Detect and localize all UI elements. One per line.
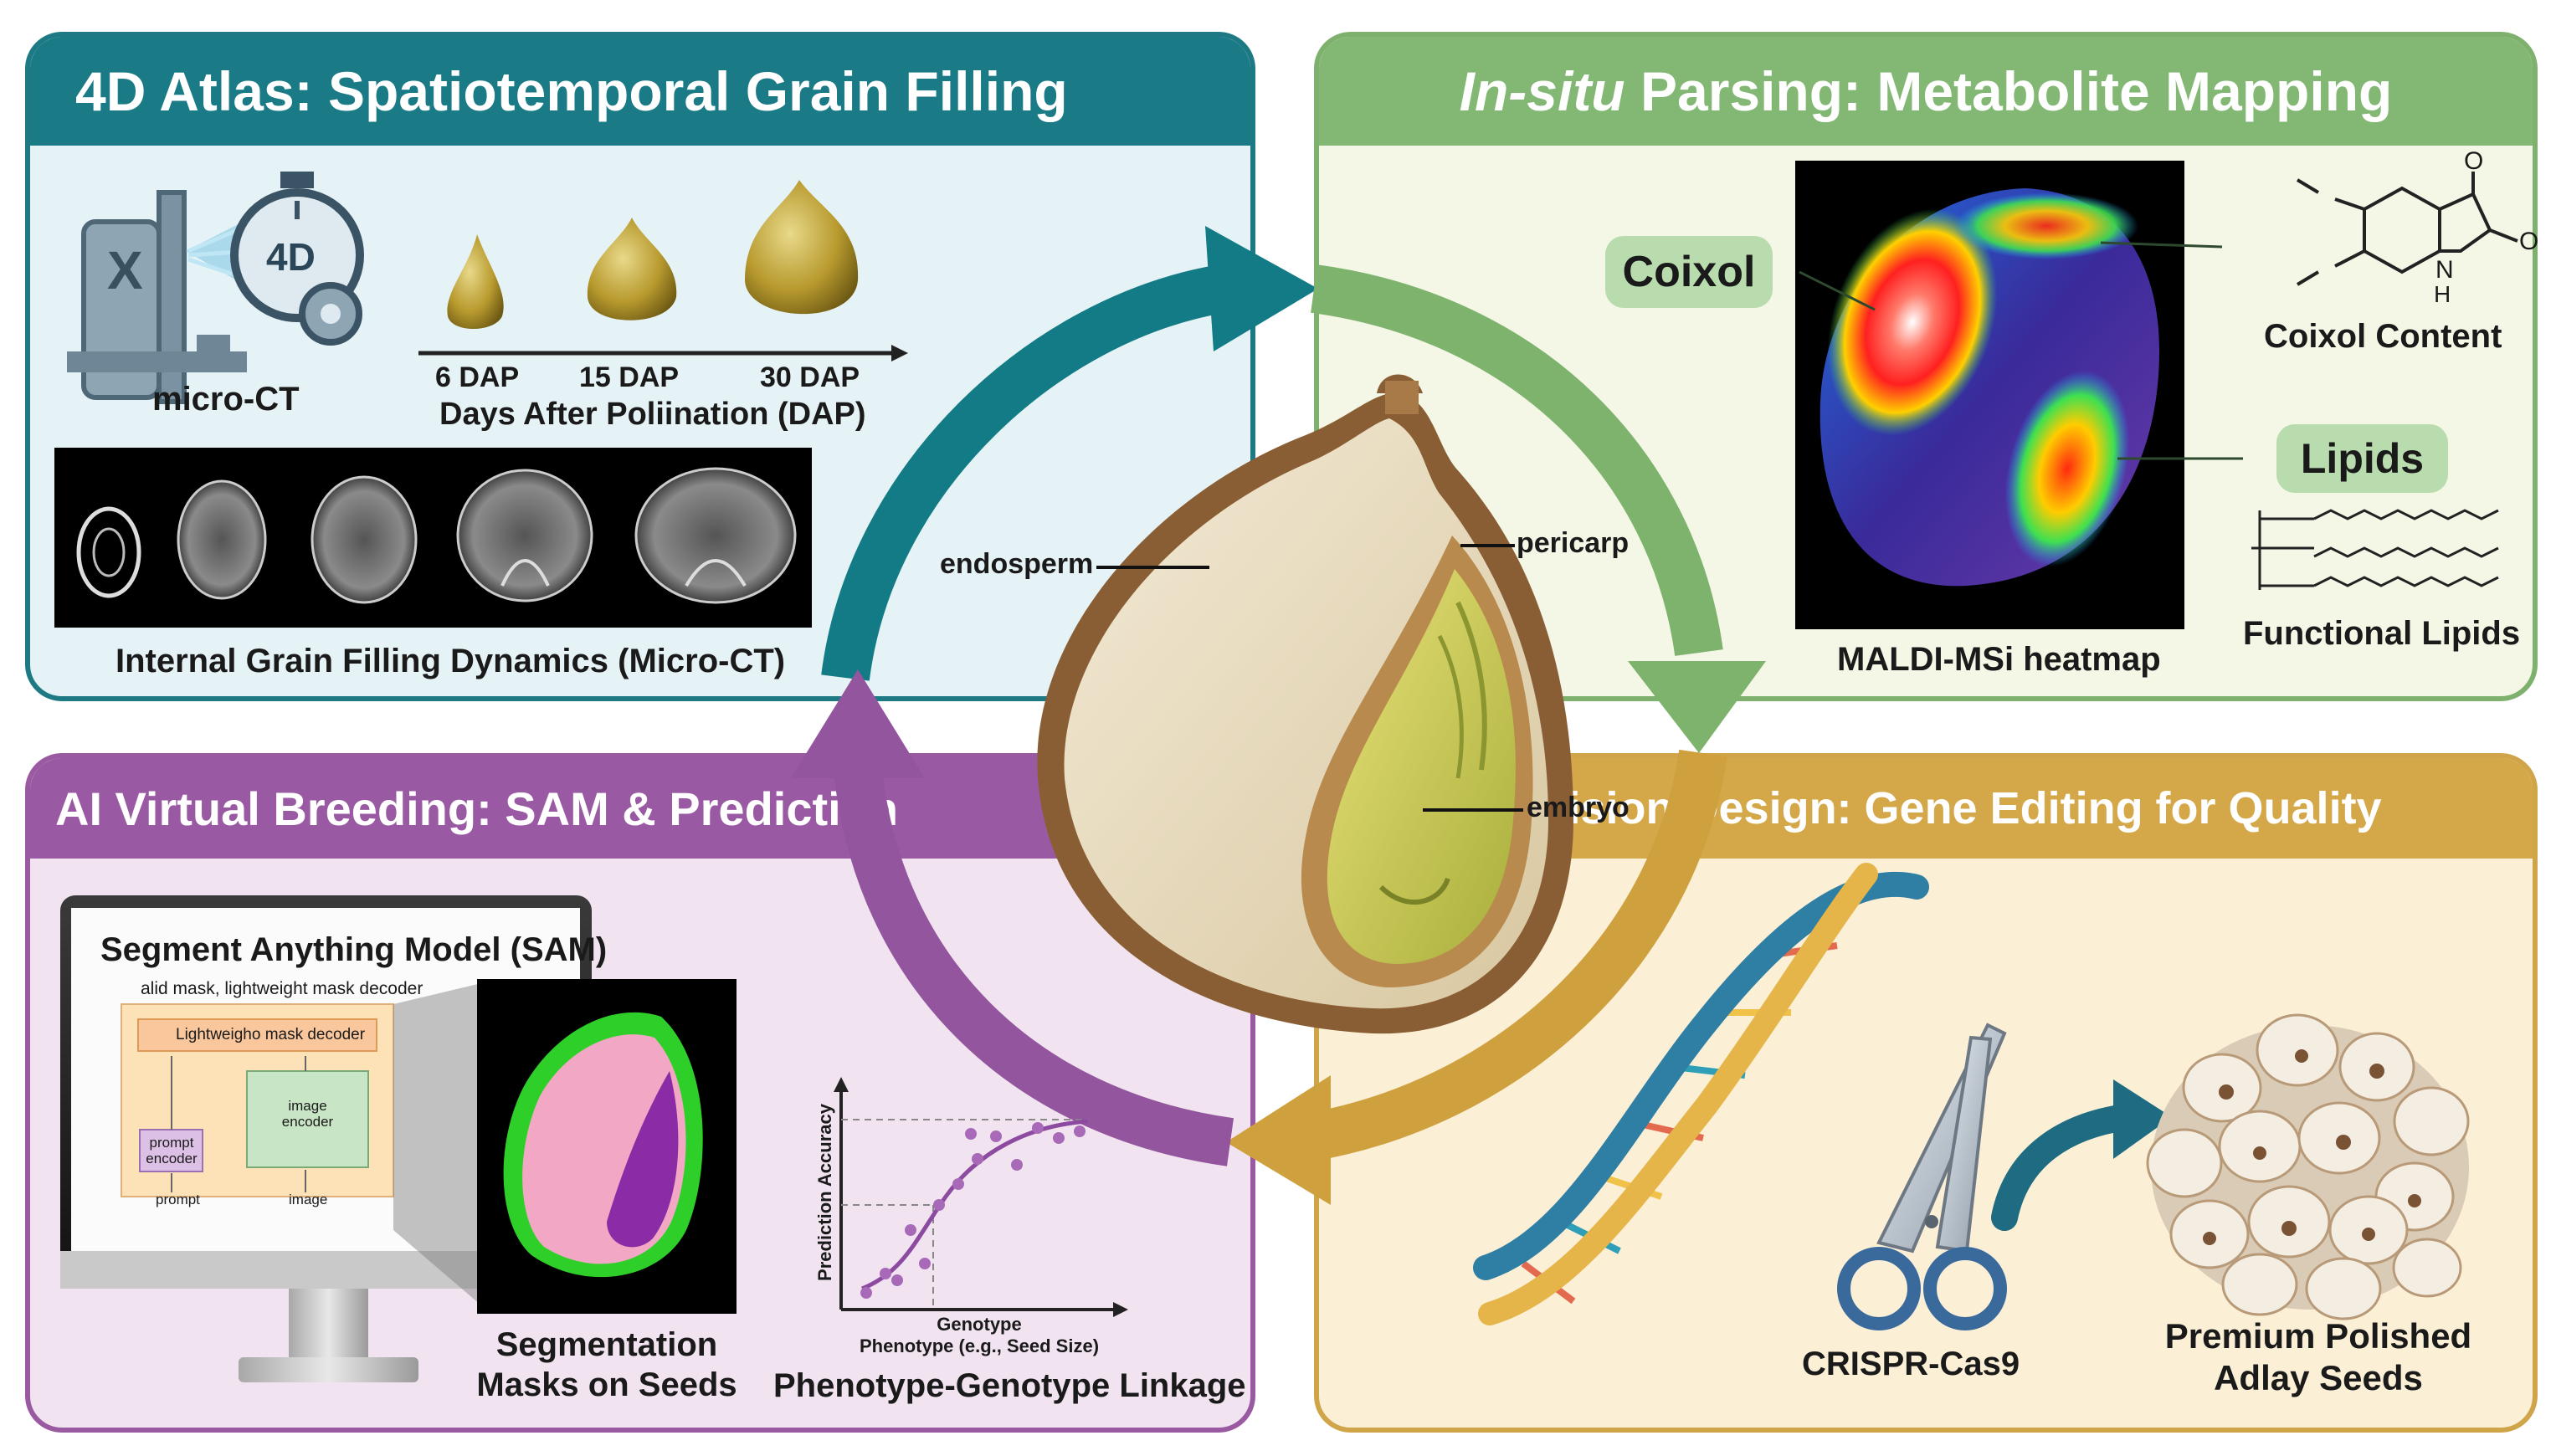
- seed-cross-section: [1037, 374, 1573, 1034]
- dap-6: 6 DAP: [435, 361, 520, 393]
- image-input-label: image: [289, 1192, 328, 1207]
- functional-lipids-label: Functional Lipids: [2243, 615, 2521, 652]
- arrow-green-head: [1628, 661, 1766, 753]
- image-encoder-label: image encoder: [281, 1098, 334, 1130]
- dap-axis-label: Days After Poliination (DAP): [439, 397, 866, 432]
- arrow-gold: [1301, 749, 1727, 1162]
- chart-x-axis-label-2: Phenotype (e.g., Seed Size): [859, 1336, 1100, 1356]
- arrow-green: [1311, 264, 1723, 656]
- prompt-encoder-label: prompt encoder: [146, 1135, 198, 1166]
- grain-development-series: [418, 180, 908, 361]
- panel-4d-atlas-title: 4D Atlas: Spatiotemporal Grain Filling: [30, 37, 1250, 146]
- lipid-molecule-icon: [2251, 509, 2499, 590]
- dna-double-helix-icon: [1473, 863, 1929, 1325]
- seeds-caption-2: Adlay Seeds: [2214, 1358, 2423, 1397]
- sam-architecture-diagram: [121, 1003, 394, 1197]
- chart-x-axis-label-1: Genotype: [937, 1314, 1022, 1335]
- zoom-callout-shadow: [393, 983, 481, 1305]
- microct-machine-icon: [67, 172, 364, 404]
- segmentation-caption-1: Segmentation: [495, 1326, 718, 1363]
- prompt-input-label: prompt: [156, 1192, 200, 1207]
- microct-label: micro-CT: [152, 381, 300, 418]
- maldi-heatmap-image: [1795, 161, 2184, 629]
- xray-letter: X: [107, 240, 143, 300]
- scissors-icon: [1837, 1023, 2007, 1330]
- pericarp-label: pericarp: [1517, 527, 1630, 559]
- cycle-arrows: [791, 226, 1766, 1205]
- mol-n: N: [2435, 256, 2454, 284]
- polished-seeds-pile: [2146, 1013, 2470, 1320]
- microct-caption: Internal Grain Filling Dynamics (Micro-C…: [115, 643, 786, 679]
- lipids-tag: Lipids: [2276, 424, 2448, 493]
- dap-30: 30 DAP: [760, 361, 860, 393]
- crispr-label: CRISPR-Cas9: [1802, 1346, 2020, 1382]
- mol-h: H: [2434, 281, 2451, 307]
- title-rest-part: Parsing: Metabolite Mapping: [1624, 60, 2393, 122]
- sam-title: Segment Anything Model (SAM): [100, 931, 608, 968]
- linkage-caption: Phenotype-Genotype Linkage: [773, 1367, 1246, 1404]
- arrow-gold-head: [1226, 1075, 1331, 1205]
- sam-subtitle: alid mask, lightweight mask decoder: [141, 979, 423, 998]
- segmentation-caption-2: Masks on Seeds: [476, 1366, 737, 1403]
- arrow-purple-head: [791, 669, 925, 778]
- seeds-caption-1: Premium Polished: [2164, 1316, 2472, 1356]
- arrow-teal-head: [1205, 226, 1318, 351]
- mol-o1: O: [2464, 147, 2484, 175]
- endosperm-label: endosperm: [940, 548, 1094, 580]
- heatmap-caption: MALDI-MSi heatmap: [1837, 641, 2161, 678]
- chart-y-axis-label: Prediction Accuracy: [814, 1104, 835, 1281]
- arrow-teal: [821, 264, 1226, 681]
- seed-leader-lines: [1096, 544, 1523, 812]
- segmentation-mask-image: [477, 979, 737, 1314]
- coixol-molecule-icon: [2296, 172, 2518, 286]
- dap-15: 15 DAP: [579, 361, 680, 393]
- mol-o2: O: [2519, 228, 2539, 255]
- timer-text: 4D: [266, 235, 316, 279]
- panel-metabolite-mapping-title: In-situ Parsing: Metabolite Mapping: [1319, 37, 2533, 146]
- title-italic-part: In-situ: [1459, 60, 1625, 122]
- heatmap-leader-lines: [1799, 241, 2243, 460]
- transform-arrow: [1991, 1079, 2172, 1231]
- embryo-label: embryo: [1527, 792, 1630, 823]
- microct-slices-strip: [54, 448, 812, 628]
- arrow-purple: [834, 766, 1234, 1166]
- prediction-scatter-chart: [834, 1077, 1128, 1317]
- coixol-tag: Coixol: [1605, 236, 1773, 308]
- coixol-content-label: Coixol Content: [2264, 318, 2502, 355]
- mask-decoder-label: Lightweigho mask decoder: [176, 1026, 366, 1043]
